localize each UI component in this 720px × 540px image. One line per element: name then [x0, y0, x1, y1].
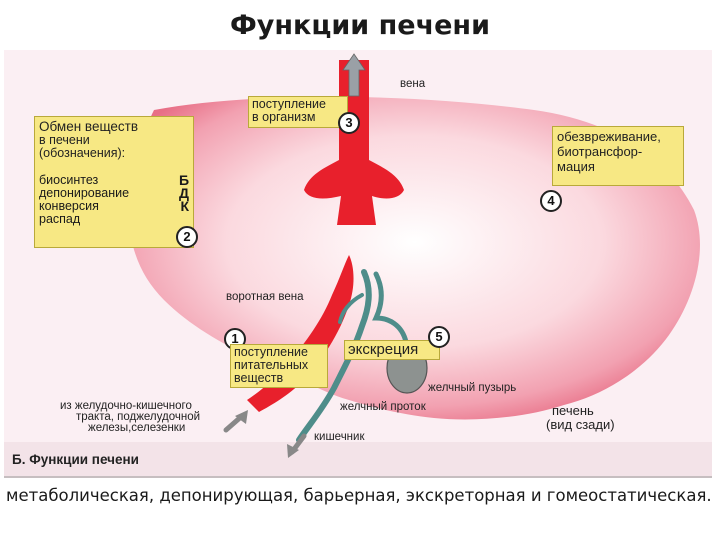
metabolism-header-1: Обмен веществ: [39, 119, 139, 134]
number-badge-3: 3: [338, 112, 360, 134]
entry-body-line-2: в организм: [252, 110, 316, 124]
metabolism-row-biosynthesis: биосинтез Б: [39, 172, 189, 188]
metabolism-box: Обмен веществ в печени (обозначения): би…: [34, 116, 194, 248]
caption-text: метаболическая, депонирующая, барьерная,…: [6, 486, 712, 505]
metabolism-row-conversion: конверсия К: [39, 198, 189, 214]
row-code: Б: [178, 172, 189, 188]
metabolism-row-breakdown: распад: [39, 213, 189, 226]
row-label: депонирование: [39, 186, 130, 200]
portal-vein-label: воротная вена: [226, 291, 304, 303]
input-arrowhead-icon: [235, 410, 248, 424]
metabolism-row-deposition: депонирование Д: [39, 185, 189, 201]
nutrients-line-3: веществ: [234, 371, 284, 385]
metabolism-header-2: в печени: [39, 133, 90, 147]
source-label-3: железы,селезенки: [88, 422, 186, 434]
bile-duct-branch: [372, 271, 409, 345]
liver-label: печень: [552, 403, 594, 418]
vein-label: вена: [400, 78, 426, 90]
nutrients-line-1: поступление: [234, 345, 308, 359]
entry-body-box: поступление в организм: [248, 96, 348, 128]
row-label: конверсия: [39, 199, 99, 213]
metabolism-header-3: (обозначения):: [39, 146, 126, 160]
detox-line-1: обезвреживание,: [557, 129, 661, 144]
row-label: распад: [39, 212, 81, 226]
liver-function-figure: вена воротная вена желчный пузырь желчны…: [4, 50, 712, 478]
source-label-1: из желудочно-кишечного: [60, 400, 192, 412]
detox-box: обезвреживание, биотрансфор- мация: [552, 126, 684, 186]
vein-arrow-icon: [342, 53, 366, 97]
bile-duct-label: желчный проток: [340, 401, 426, 413]
excretion-label: экскреция: [348, 341, 419, 358]
number-badge-4: 4: [540, 190, 562, 212]
nutrients-line-2: питательных: [234, 358, 309, 372]
panel-title: Б. Функции печени: [12, 452, 139, 467]
nutrients-box: поступление питательных веществ: [230, 344, 328, 388]
row-code: К: [180, 198, 189, 214]
detox-line-2: биотрансфор-: [557, 144, 643, 159]
number-badge-2: 2: [176, 226, 198, 248]
figure-bottom-band: [4, 442, 712, 478]
page-title: Функции печени: [230, 10, 490, 41]
row-label: биосинтез: [39, 173, 99, 187]
intestine-arrowhead-icon: [287, 444, 299, 458]
row-code: Д: [179, 185, 189, 201]
number-badge-5: 5: [428, 326, 450, 348]
intestine-label: кишечник: [314, 431, 365, 443]
entry-body-line-1: поступление: [252, 97, 326, 111]
source-label-2: тракта, поджелудочной: [76, 411, 201, 423]
gallbladder-label: желчный пузырь: [428, 382, 517, 394]
liver-view-label: (вид сзади): [546, 417, 615, 432]
bile-duct-branch-2: [338, 293, 364, 324]
hepatic-vein: [304, 60, 404, 225]
detox-line-3: мация: [557, 159, 595, 174]
excretion-box: экскреция: [344, 340, 440, 360]
